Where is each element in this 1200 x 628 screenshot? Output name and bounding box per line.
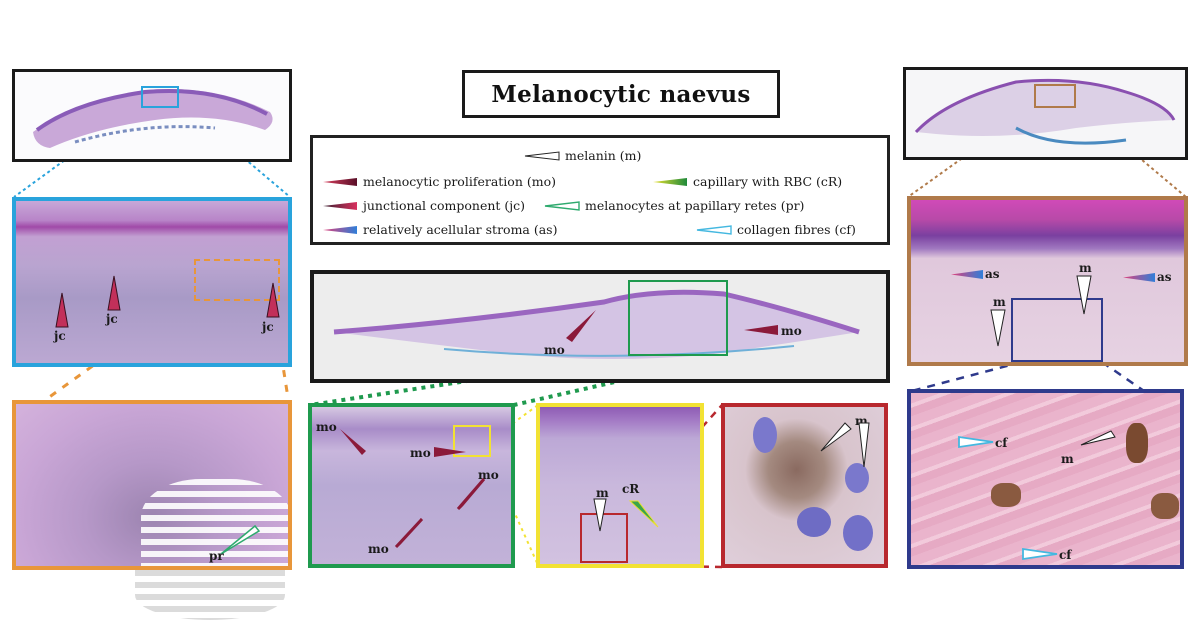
cf-arrow-icon <box>958 435 994 449</box>
cR-label: cR <box>622 482 640 496</box>
figure-title-box: Melanocytic naevus <box>462 70 780 118</box>
cf-arrow-icon <box>696 224 732 235</box>
nucleus <box>845 463 869 493</box>
left-detail-panel: pr <box>12 400 292 570</box>
figure-title: Melanocytic naevus <box>491 80 751 108</box>
mo-arrow-icon <box>456 478 486 511</box>
mo-label: mo <box>544 343 565 357</box>
mo-label: mo <box>781 324 802 338</box>
nucleus <box>753 417 777 453</box>
cf-label: cf <box>995 436 1008 450</box>
center-overview-panel: mo mo <box>310 270 890 383</box>
red-panel: m <box>721 403 888 568</box>
legend-item-pr: melanocytes at papillary retes (pr) <box>544 198 804 213</box>
as-label: as <box>1157 270 1172 284</box>
legend-item-melanin: melanin (m) <box>524 148 641 163</box>
left-overview-panel <box>12 69 292 162</box>
right-overview-panel <box>903 67 1188 160</box>
melanin-arrow-icon <box>990 309 1006 347</box>
jc-arrow-icon <box>323 201 357 210</box>
blue-roi-box <box>141 86 179 108</box>
mo-arrow-icon <box>323 177 357 186</box>
nucleus <box>843 515 873 551</box>
mo-label: mo <box>478 468 499 482</box>
red-roi-box <box>580 513 628 563</box>
yellow-panel: m cR <box>536 403 704 568</box>
as-arrow-icon <box>323 225 357 234</box>
right-zoom-panel: as as m m <box>907 196 1188 366</box>
mo-label: mo <box>316 420 337 434</box>
melanin-arrow-icon <box>820 422 870 468</box>
melanin-arrow-icon <box>1076 275 1092 315</box>
m-label: m <box>596 486 609 500</box>
mo-label: mo <box>368 542 389 556</box>
melanin-cluster <box>1126 423 1148 463</box>
cR-arrow-icon <box>628 500 659 528</box>
pr-arrow-icon <box>220 524 261 555</box>
jc-arrow-icon <box>266 282 280 318</box>
cR-arrow-icon <box>653 177 687 186</box>
jc-arrow-icon <box>107 275 121 311</box>
green-roi-box <box>628 280 728 356</box>
stripe-shadow <box>135 570 285 620</box>
green-panel: mo mo mo mo <box>308 403 515 568</box>
legend-item-cR: capillary with RBC (cR) <box>653 174 842 189</box>
navy-roi-box <box>1011 298 1103 362</box>
melanin-arrow-icon <box>1080 430 1116 446</box>
legend-box: melanin (m) melanocytic proliferation (m… <box>310 135 890 245</box>
melanin-arrow-icon <box>593 498 607 532</box>
cf-label: cf <box>1059 548 1072 562</box>
legend-item-mo: melanocytic proliferation (mo) <box>323 174 556 189</box>
left-zoom-panel: jc jc jc <box>12 197 292 367</box>
legend-item-as: relatively acellular stroma (as) <box>323 222 557 237</box>
tissue-section <box>914 78 1176 145</box>
melanin-cluster <box>991 483 1021 507</box>
right-detail-panel: cf m cf <box>907 389 1184 569</box>
tissue-section <box>33 88 273 148</box>
as-arrow-icon <box>1123 273 1155 282</box>
mo-arrow-icon <box>434 447 466 457</box>
mo-arrow-icon <box>340 429 366 455</box>
mo-label: mo <box>410 446 431 460</box>
mo-arrow-icon <box>744 325 778 335</box>
m-label: m <box>993 295 1006 309</box>
melanin-cluster <box>1151 493 1179 519</box>
pr-label: pr <box>209 549 224 563</box>
legend-item-cf: collagen fibres (cf) <box>696 222 856 237</box>
pr-arrow-icon <box>544 200 580 211</box>
m-label: m <box>1061 452 1074 466</box>
melanin-arrow-icon <box>524 150 560 161</box>
brown-roi-box <box>1034 84 1076 108</box>
nucleus <box>797 507 831 537</box>
mo-arrow-icon <box>566 310 596 342</box>
mo-arrow-icon <box>394 517 424 549</box>
jc-arrow-icon <box>55 292 69 328</box>
m-label: m <box>1079 261 1092 275</box>
cf-arrow-icon <box>1022 547 1058 561</box>
as-label: as <box>985 267 1000 281</box>
striped-overlay <box>141 479 288 566</box>
orange-roi-box <box>194 259 280 301</box>
jc-label: jc <box>262 320 274 334</box>
yellow-roi-box <box>453 425 491 457</box>
legend-item-jc: junctional component (jc) <box>323 198 525 213</box>
jc-label: jc <box>106 312 118 326</box>
jc-label: jc <box>54 329 66 343</box>
as-arrow-icon <box>951 270 983 279</box>
